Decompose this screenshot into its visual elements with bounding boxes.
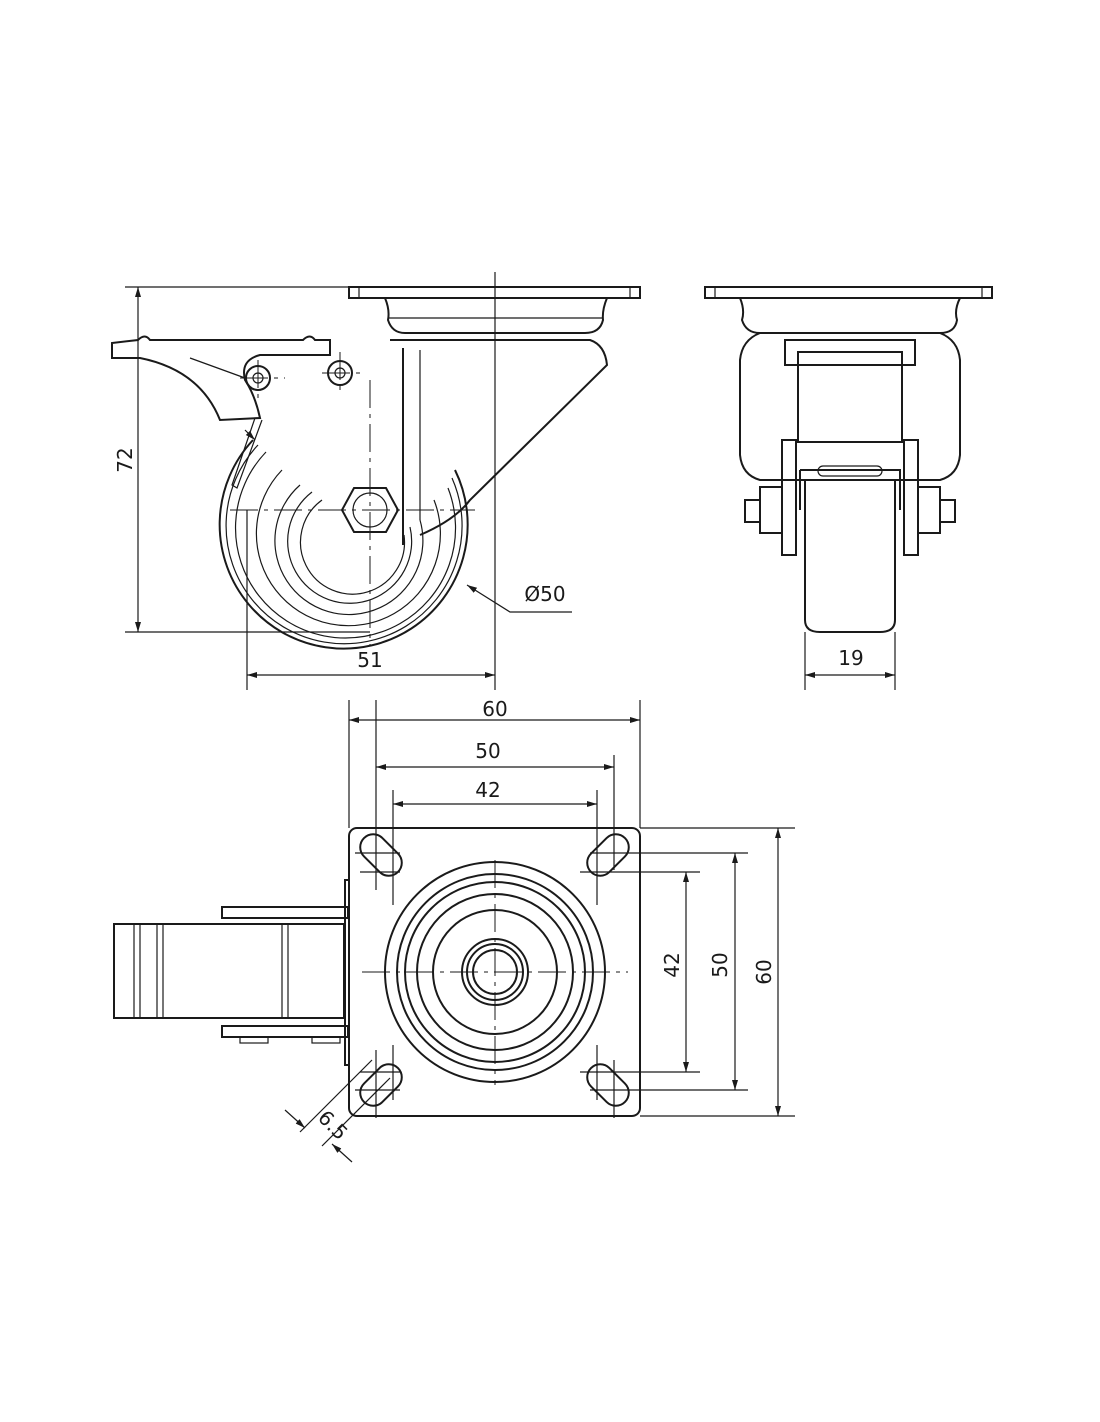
mounting-slot-tr [586, 833, 630, 877]
fork-front [739, 332, 961, 481]
offset-label: 51 [357, 648, 382, 672]
top-view: 60 50 42 42 50 60 6.5 [113, 697, 795, 1163]
axle-nut-right [917, 486, 941, 534]
brake-pedal-top [113, 879, 350, 1066]
hole-spacing-inner-x-label: 42 [475, 778, 500, 802]
mounting-slot-br [586, 1063, 630, 1107]
diameter-leader [466, 584, 572, 613]
slot-width-label: 6.5 [313, 1105, 352, 1144]
fork-leg [390, 339, 609, 536]
front-view: 19 [704, 286, 993, 690]
mounting-slot-bl [359, 1063, 403, 1107]
hole-spacing-inner-y-label: 42 [660, 952, 684, 977]
side-view: 72 51 Ø50 [111, 272, 641, 690]
wheel-side [218, 439, 469, 650]
wheel-diameter-label: Ø50 [524, 582, 565, 606]
brake-lever [111, 335, 331, 422]
hole-spacing-outer-x-label: 50 [475, 739, 500, 763]
swivel-hub [384, 297, 608, 334]
plate-height-label: 60 [752, 959, 776, 984]
mounting-slot-tl [359, 833, 403, 877]
height-label: 72 [113, 447, 137, 472]
axle-nut-left [759, 486, 783, 534]
wheel-width-label: 19 [838, 646, 863, 670]
wheel-front [804, 480, 896, 633]
hole-spacing-outer-y-label: 50 [708, 952, 732, 977]
plate-width-label: 60 [482, 697, 507, 721]
